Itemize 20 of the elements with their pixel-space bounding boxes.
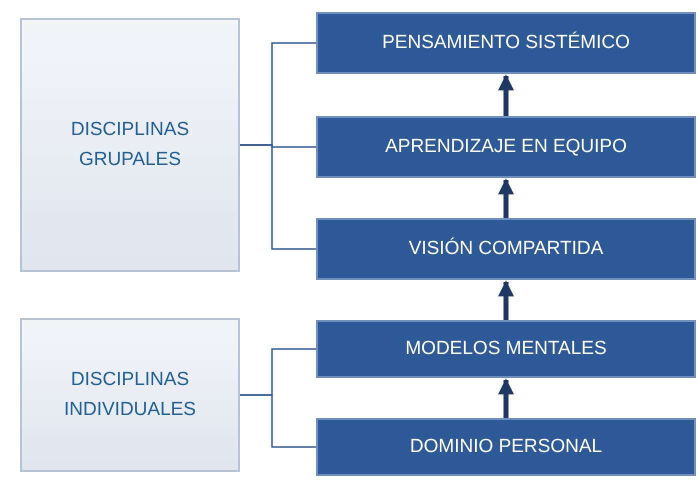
connector-line <box>240 144 316 250</box>
discipline-label: VISIÓN COMPARTIDA <box>408 236 604 261</box>
group-box <box>20 318 240 472</box>
group-box <box>20 18 240 272</box>
discipline-label: PENSAMIENTO SISTÉMICO <box>382 30 630 55</box>
discipline-label: DOMINIO PERSONAL <box>410 434 602 459</box>
arrow <box>498 280 514 320</box>
group-label: DISCIPLINAS GRUPALES <box>70 118 190 172</box>
group-label: DISCIPLINAS INDIVIDUALES <box>63 368 197 422</box>
arrow <box>498 74 514 116</box>
discipline-label: MODELOS MENTALES <box>405 336 607 361</box>
arrow <box>498 378 514 418</box>
arrow <box>498 178 514 218</box>
discipline-box <box>316 418 696 476</box>
discipline-box <box>316 12 696 74</box>
discipline-box <box>316 218 696 280</box>
discipline-box <box>316 320 696 378</box>
connector-line <box>240 394 316 448</box>
discipline-label: APRENDIZAJE EN EQUIPO <box>385 134 627 159</box>
discipline-box <box>316 116 696 178</box>
